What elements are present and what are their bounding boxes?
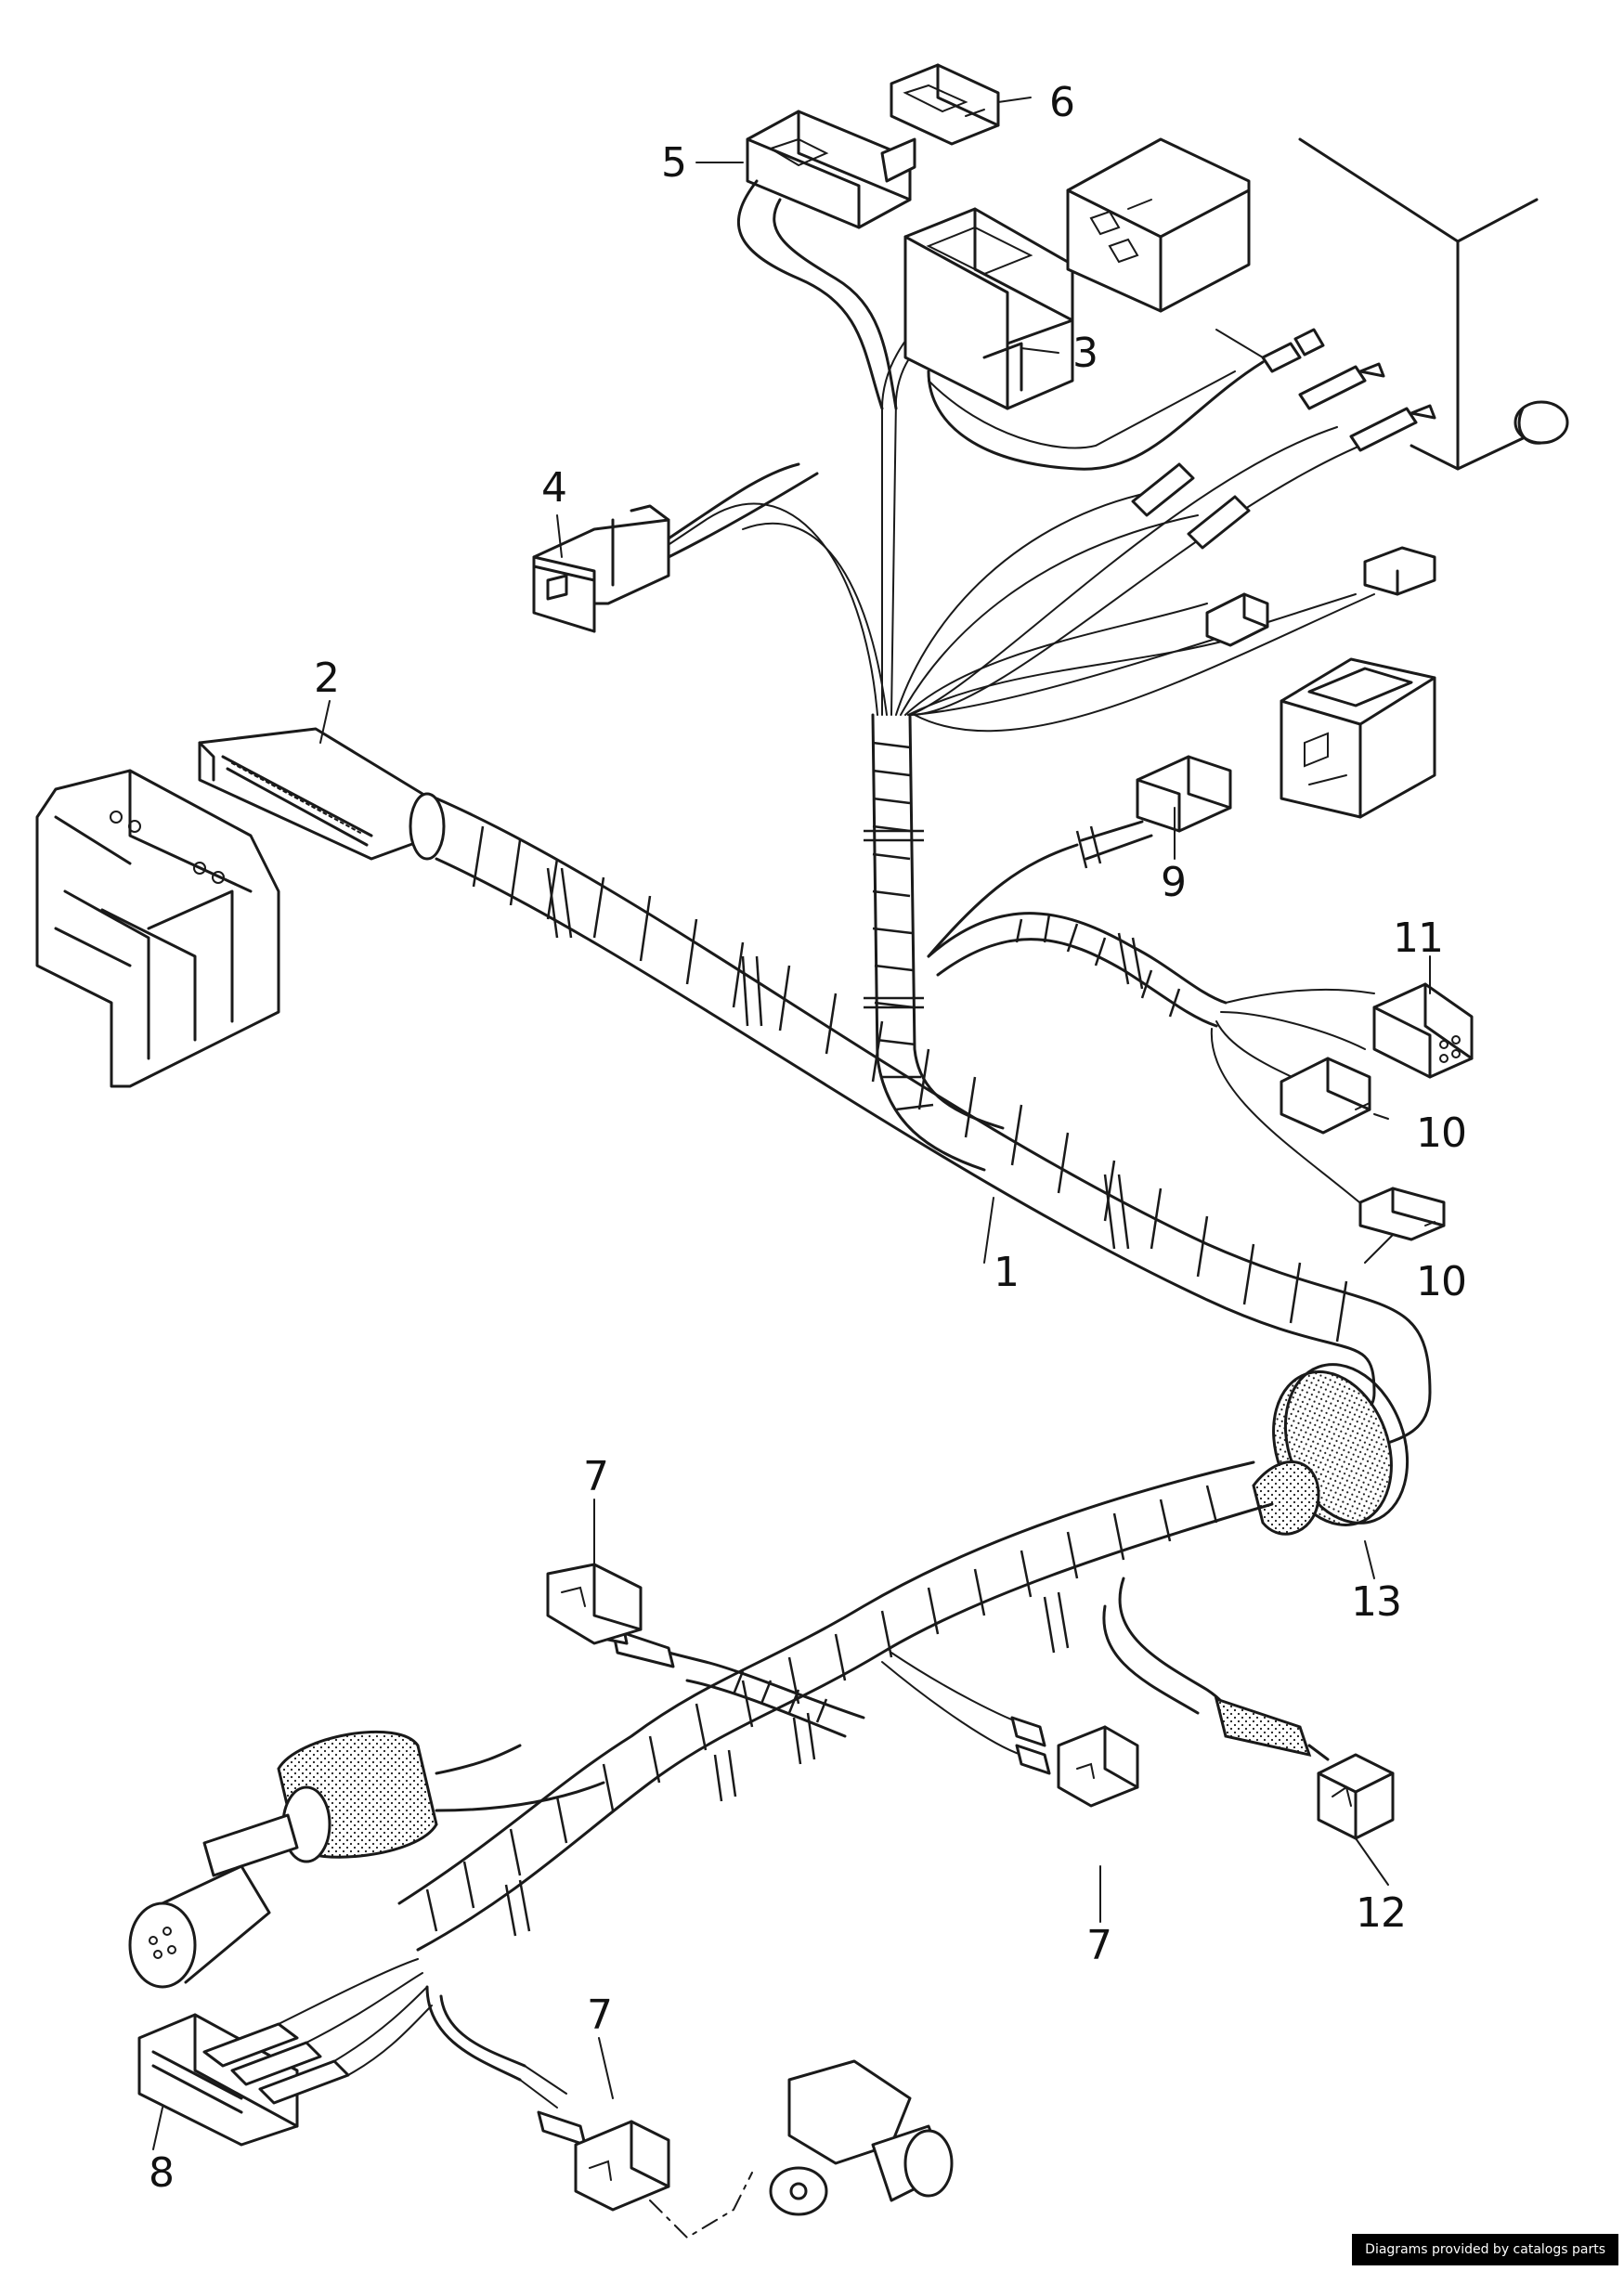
connector-8: [137, 1958, 433, 2147]
callout-1: 1: [994, 1249, 1019, 1296]
callout-13: 13: [1351, 1578, 1401, 1626]
callout-8: 8: [149, 2149, 174, 2197]
fuse-box: [1298, 137, 1569, 471]
callout-7-middle: 7: [1086, 1922, 1111, 1969]
branch-12: [1102, 1577, 1395, 1840]
relay-holder-3: [903, 207, 1265, 471]
branch-7-lower: [425, 1985, 954, 2239]
branch-7-middle: [881, 1652, 1139, 1808]
lower-harness: [397, 1460, 1274, 1952]
connector-9: [927, 755, 1232, 958]
connector-11: [1372, 982, 1474, 1079]
callout-4: 4: [541, 464, 566, 512]
callout-10-lower: 10: [1416, 1258, 1466, 1305]
credit-badge: Diagrams provided by catalogs parts: [1352, 2234, 1618, 2265]
connector-10-upper: [1280, 1057, 1371, 1135]
connector-10-lower: [1358, 1187, 1446, 1241]
relay-holder-5: [736, 110, 916, 410]
branch-10-11: [927, 912, 1375, 1208]
branch-7-upper: [546, 1563, 865, 1738]
main-harness-1: [435, 797, 1432, 1469]
grommet-13: [1252, 1363, 1410, 1536]
round-connector: [128, 1730, 605, 1989]
callout-labels: 1 2 3 4 5 6 7 7 7 8 9 10 10 11 12 13: [149, 79, 1467, 2197]
relay-block: [1066, 137, 1251, 313]
connector-2: [198, 727, 446, 861]
callout-5: 5: [661, 139, 686, 187]
upper-branch: [649, 278, 1384, 1172]
callout-11: 11: [1393, 915, 1443, 962]
callout-7-lower: 7: [587, 1992, 612, 2039]
control-unit-housing: [35, 769, 280, 1088]
switch-unit: [1280, 657, 1436, 819]
connector-4: [532, 462, 819, 633]
callout-10-upper: 10: [1416, 1110, 1466, 1157]
callout-3: 3: [1072, 330, 1098, 377]
callout-9: 9: [1161, 859, 1186, 906]
terminals-upper: [1215, 328, 1436, 452]
connector-small-a: [1205, 592, 1269, 647]
leader-lines: [152, 97, 1431, 2150]
callout-6: 6: [1049, 79, 1074, 126]
connector-small-b: [1363, 546, 1436, 596]
callout-7-upper: 7: [583, 1453, 608, 1500]
callout-2: 2: [314, 655, 339, 702]
relay-holder-6: [890, 63, 1000, 146]
callout-12: 12: [1356, 1889, 1406, 1937]
